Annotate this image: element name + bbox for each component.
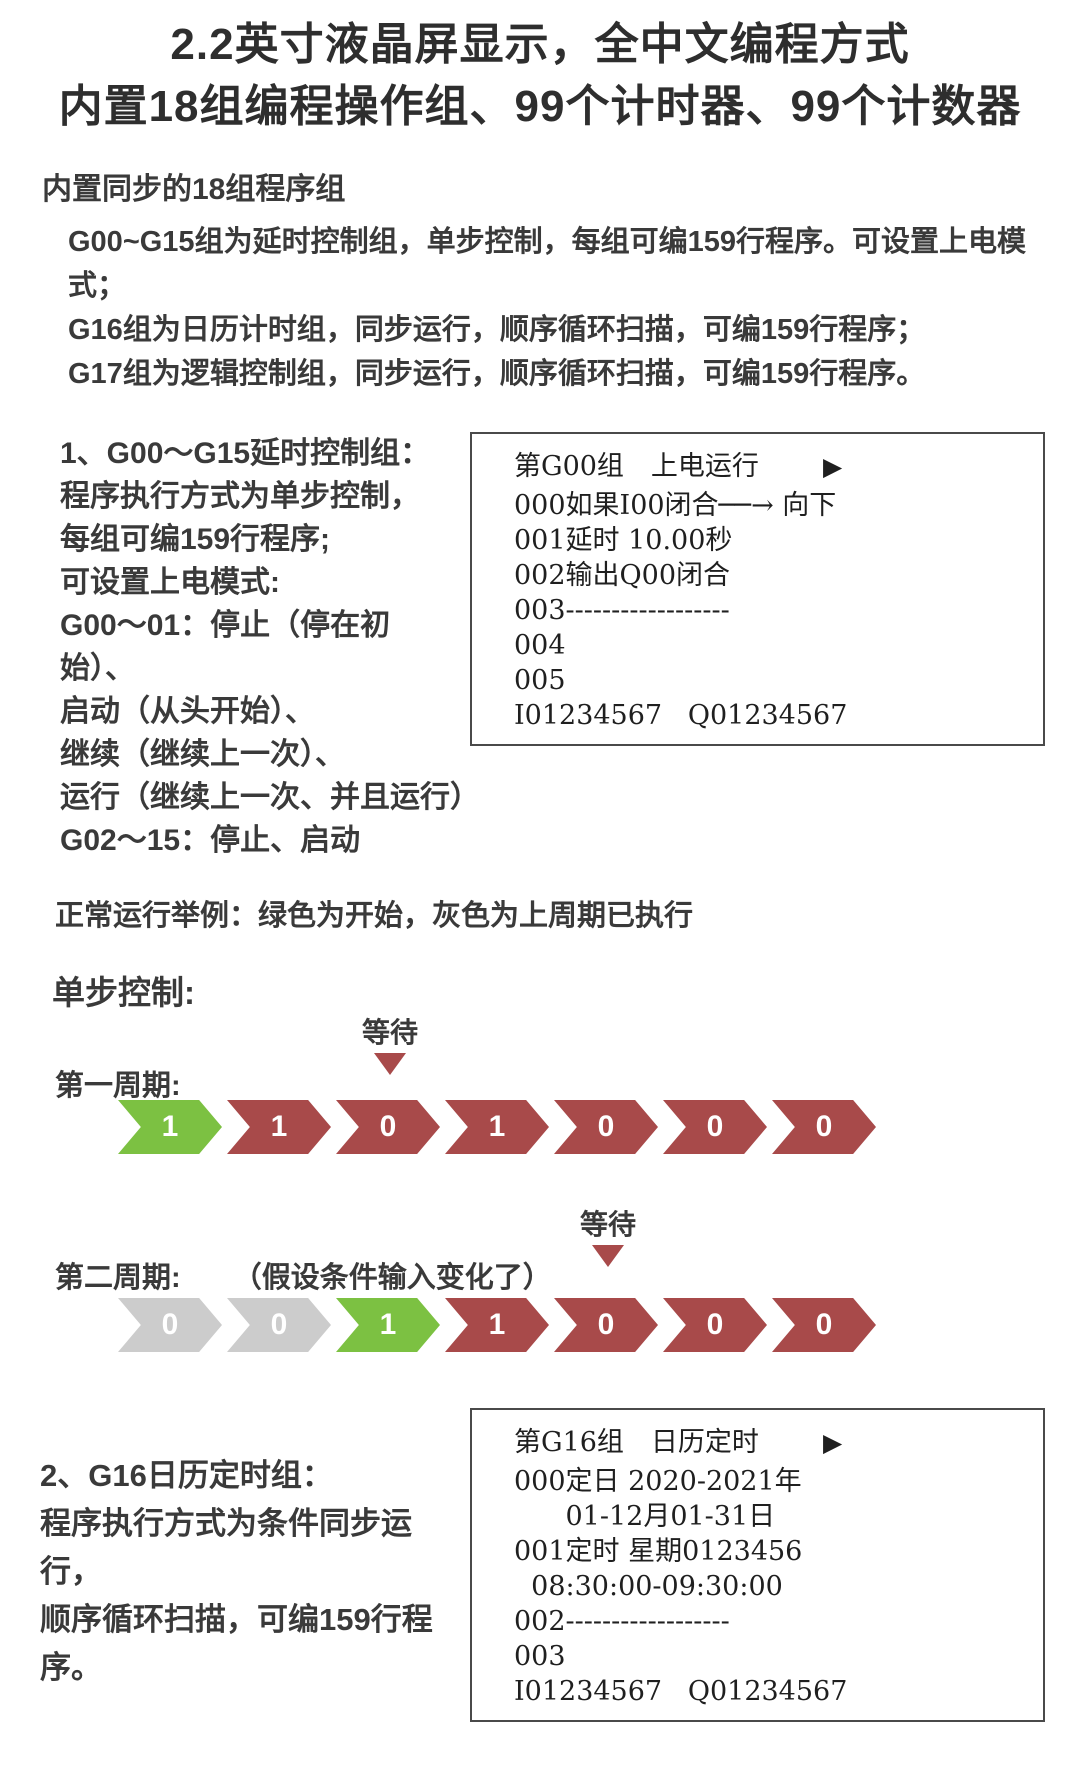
step-arrow: 0 xyxy=(118,1298,222,1352)
step-arrow: 0 xyxy=(554,1100,658,1154)
intro-heading: 内置同步的18组程序组 xyxy=(42,173,346,206)
wait-marker: 等待 xyxy=(342,1018,438,1075)
lcd-line: 000如果I00闭合──→ 向下 xyxy=(514,490,837,521)
intro-line: G17组为逻辑控制组，同步运行，顺序循环扫描，可编159行程序。 xyxy=(68,358,926,390)
section2-line: 2、G16日历定时组： xyxy=(40,1458,333,1493)
lcd-line: 003 xyxy=(514,1641,566,1672)
step-arrow: 0 xyxy=(772,1298,876,1352)
section1-text: 1、G00～G15延时控制组： 程序执行方式为单步控制， 每组可编159行程序;… xyxy=(60,432,480,862)
section-calendar-timer-group: 2、G16日历定时组： 程序执行方式为条件同步运行， 顺序循环扫描，可编159行… xyxy=(0,1408,1080,1722)
cycle-2-diagram: 等待 第二周期: （假设条件输入变化了） 0 0 1 1 0 0 0 xyxy=(0,1210,1080,1362)
example-caption: 正常运行举例：绿色为开始，灰色为上周期已执行 xyxy=(55,900,694,932)
step-arrow: 0 xyxy=(227,1298,331,1352)
step-arrow: 0 xyxy=(772,1100,876,1154)
wait-label: 等待 xyxy=(361,1017,418,1048)
section1-line: 1、G00～G15延时控制组： xyxy=(60,437,431,470)
wait-label: 等待 xyxy=(579,1209,636,1240)
lcd-line: 001延时 10.00秒 xyxy=(514,525,733,556)
lcd-io-status-line: I01234567 Q01234567 xyxy=(514,1676,848,1707)
intro-line: G00~G15组为延时控制组，单步控制，每组可编159行程序。可设置上电模式； xyxy=(68,226,1026,302)
intro-line: G16组为日历计时组，同步运行，顺序循环扫描，可编159行程序； xyxy=(68,314,926,346)
cycle2-step-arrows: 0 0 1 1 0 0 0 xyxy=(118,1298,876,1352)
cycle1-label: 第一周期: xyxy=(55,1062,181,1104)
title-line-2: 内置18组编程操作组、99个计时器、99个计数器 xyxy=(58,82,1022,131)
lcd-line: 002输出Q00闭合 xyxy=(514,560,731,591)
cursor-right-icon: ▶ xyxy=(822,1428,843,1457)
lcd-header-text: 第G00组 上电运行 xyxy=(514,451,759,482)
step-arrow: 1 xyxy=(445,1298,549,1352)
lcd-line: 000定日 2020-2021年 xyxy=(514,1466,802,1497)
mode-title: 单步控制: xyxy=(52,974,195,1011)
step-arrow: 1 xyxy=(336,1298,440,1352)
cycle2-label: 第二周期: （假设条件输入变化了） xyxy=(55,1254,552,1296)
lcd-line: 08:30:00-09:30:00 xyxy=(514,1571,783,1602)
step-arrow: 0 xyxy=(336,1100,440,1154)
cursor-right-icon: ▶ xyxy=(822,452,843,481)
lcd-line: 001定时 星期0123456 xyxy=(514,1536,803,1567)
step-arrow: 1 xyxy=(445,1100,549,1154)
cycle2-label-text: 第二周期: xyxy=(55,1262,181,1294)
step-arrow: 1 xyxy=(118,1100,222,1154)
section1-line: G00～01：停止（停在初始）、 xyxy=(60,609,391,685)
lcd-line: 002------------------ xyxy=(514,1606,730,1637)
section2-text: 2、G16日历定时组： 程序执行方式为条件同步运行， 顺序循环扫描，可编159行… xyxy=(40,1452,460,1692)
step-arrow: 1 xyxy=(227,1100,331,1154)
cycle2-note: （假设条件输入变化了） xyxy=(232,1262,552,1294)
lcd-line: 004 xyxy=(514,630,566,661)
section1-line: 运行（继续上一次、并且运行） xyxy=(60,781,480,814)
lcd-line: 005 xyxy=(514,665,566,696)
section2-line: 程序执行方式为条件同步运行， xyxy=(40,1506,412,1589)
wait-triangle-icon xyxy=(592,1245,624,1267)
section1-line: 启动（从头开始）、 xyxy=(60,695,315,728)
step-arrow: 0 xyxy=(554,1298,658,1352)
wait-marker: 等待 xyxy=(560,1210,656,1267)
step-arrow: 0 xyxy=(663,1100,767,1154)
intro-block: 内置同步的18组程序组 G00~G15组为延时控制组，单步控制，每组可编159行… xyxy=(42,170,1080,396)
title-line-1: 2.2英寸液晶屏显示，全中文编程方式 xyxy=(170,20,910,69)
lcd-header-row: 第G16组 日历定时 ▶ xyxy=(514,1422,1027,1464)
wait-triangle-icon xyxy=(374,1053,406,1075)
intro-lines: G00~G15组为延时控制组，单步控制，每组可编159行程序。可设置上电模式； … xyxy=(68,220,1080,396)
section1-line: 程序执行方式为单步控制， xyxy=(60,480,420,513)
section1-line: G02～15：停止、启动 xyxy=(60,824,361,857)
page-title: 2.2英寸液晶屏显示，全中文编程方式 内置18组编程操作组、99个计时器、99个… xyxy=(0,0,1080,138)
lcd-header-row: 第G00组 上电运行 ▶ xyxy=(514,446,1027,488)
step-arrow: 0 xyxy=(663,1298,767,1352)
lcd-screen-g16: 第G16组 日历定时 ▶ 000定日 2020-2021年 01-12月01-3… xyxy=(470,1408,1045,1722)
lcd-screen-g00: 第G00组 上电运行 ▶ 000如果I00闭合──→ 向下 001延时 10.0… xyxy=(470,432,1045,746)
section-delay-control-group: 1、G00～G15延时控制组： 程序执行方式为单步控制， 每组可编159行程序;… xyxy=(0,432,1080,862)
cycle1-label-text: 第一周期: xyxy=(55,1070,181,1102)
section1-line: 每组可编159行程序; xyxy=(60,523,331,556)
lcd-header-text: 第G16组 日历定时 xyxy=(514,1427,759,1458)
section1-line: 继续（继续上一次）、 xyxy=(60,738,345,771)
lcd-line: 003------------------ xyxy=(514,595,730,626)
lcd-line: 01-12月01-31日 xyxy=(514,1501,776,1532)
lcd-io-status-line: I01234567 Q01234567 xyxy=(514,700,848,731)
cycle-1-diagram: 等待 第一周期: 1 1 0 1 0 0 0 xyxy=(0,1018,1080,1164)
cycle1-step-arrows: 1 1 0 1 0 0 0 xyxy=(118,1100,876,1154)
section1-line: 可设置上电模式: xyxy=(60,566,280,599)
section2-line: 顺序循环扫描，可编159行程序。 xyxy=(40,1602,433,1685)
